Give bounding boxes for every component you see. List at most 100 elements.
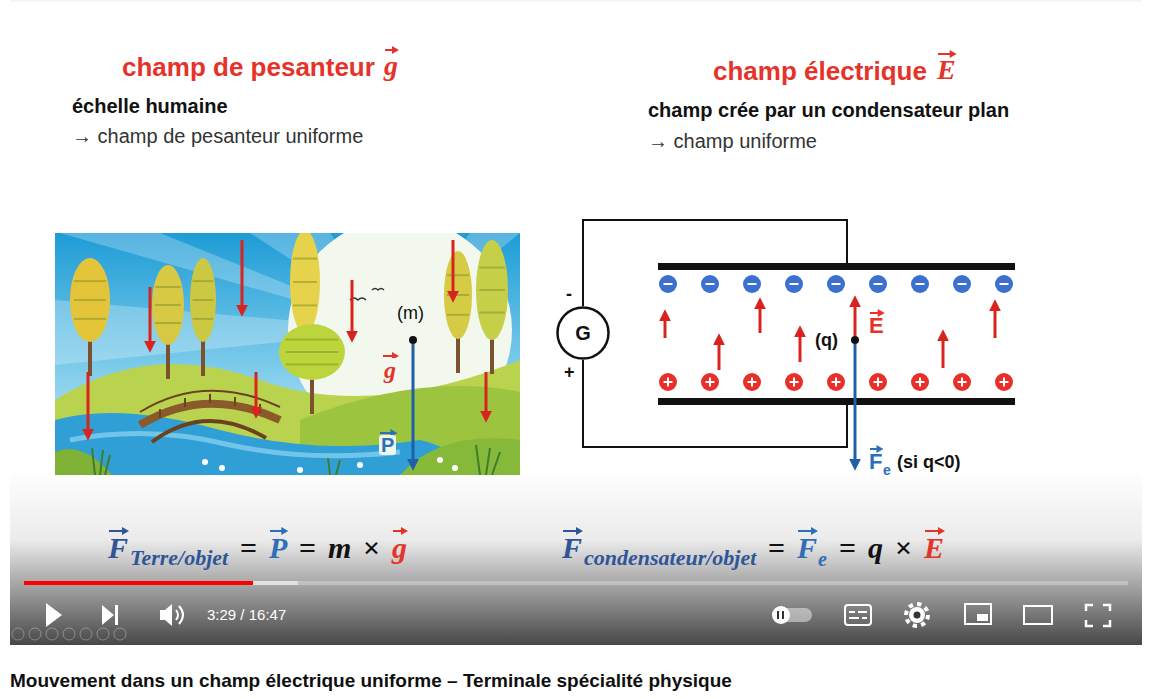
charge-symbol [869, 373, 887, 391]
flower [437, 457, 443, 463]
flower [202, 459, 208, 465]
formula-subscript: e [818, 549, 827, 569]
overlay-icon [63, 628, 75, 640]
tree [279, 324, 345, 380]
vector-label: P [379, 435, 396, 455]
formula-operator: × [895, 533, 912, 563]
miniplayer-icon [977, 614, 988, 621]
landscape-illustration [55, 233, 520, 475]
tree [152, 265, 184, 345]
terminal-sign: + [564, 363, 575, 381]
vector-label: F [869, 451, 882, 473]
autoplay-toggle [772, 606, 790, 624]
generator-outline [558, 308, 609, 359]
overlay-icon [114, 628, 126, 640]
subtitles-icon [862, 617, 867, 619]
video-frame [10, 1, 1142, 2]
charge-symbol [1000, 283, 1009, 285]
video-frame [10, 0, 1142, 645]
overlay-icon [97, 628, 109, 640]
formula-term: E [924, 533, 944, 563]
bridge [152, 421, 266, 442]
tree [286, 364, 339, 366]
formula-operator: = [240, 533, 257, 563]
tree [447, 274, 469, 276]
formula-subscript: condensateur/objet [584, 547, 756, 569]
field-arrow [664, 314, 667, 338]
next-icon [102, 605, 114, 625]
formula-term: q [868, 533, 883, 563]
vector-symbol: E [937, 56, 956, 84]
bridge [209, 394, 211, 403]
tree [447, 314, 469, 316]
note-text: → champ uniforme [648, 131, 817, 151]
charge-symbol [785, 373, 803, 391]
charge-symbol [790, 283, 799, 285]
charge-symbol [743, 373, 761, 391]
charge-point [851, 336, 859, 344]
volume-icon [160, 604, 183, 626]
bridge [184, 398, 186, 407]
tree [190, 258, 216, 342]
formula-term: F [108, 533, 128, 563]
next-icon [102, 605, 118, 625]
gravity-arrow [241, 240, 244, 312]
formula-term: g [392, 533, 407, 563]
tree [476, 240, 508, 340]
charge-symbol [877, 378, 879, 387]
charge-symbol [748, 283, 757, 285]
tree [293, 304, 317, 306]
tree [293, 258, 317, 260]
capacitor-plate [658, 398, 1015, 405]
charge-symbol [832, 283, 841, 285]
subtitles-icon [845, 605, 871, 625]
bridge [140, 391, 280, 412]
field-arrow [799, 330, 802, 362]
volume-icon [160, 604, 172, 626]
subheading: champ crée par un condensateur plan [648, 100, 1009, 120]
tree [444, 251, 472, 339]
autoplay-toggle [777, 611, 779, 619]
progress-played [24, 581, 253, 585]
subtitles-icon [845, 605, 871, 625]
charge-symbol [706, 283, 715, 285]
overlay-icon [46, 628, 58, 640]
tree [155, 322, 181, 324]
vector-label: g [382, 358, 398, 382]
formula-operator: × [363, 533, 380, 563]
charge-symbol [751, 378, 753, 387]
volume-icon [176, 610, 178, 620]
gravity-arrow [87, 372, 90, 436]
field-arrow [718, 338, 721, 370]
capacitor-circuit [583, 220, 1015, 466]
charge-symbol [995, 275, 1013, 293]
hill [55, 360, 520, 475]
gravity-arrow [255, 372, 258, 414]
charge-symbol [827, 373, 845, 391]
subtitles-icon [849, 617, 859, 619]
charge-symbol [664, 283, 673, 285]
field-arrow [665, 302, 995, 370]
formula-term: F [562, 533, 582, 563]
formula-subscript: Terre/objet [130, 547, 228, 569]
tree [286, 338, 339, 340]
vector-label: E [869, 315, 884, 337]
tree [479, 312, 505, 314]
force-vector [854, 344, 857, 466]
tree [479, 289, 505, 291]
charge-symbol [709, 378, 711, 387]
settings-icon [906, 604, 928, 626]
charge-label: (q) [815, 331, 838, 349]
miniplayer-icon [965, 604, 991, 624]
tree [74, 299, 106, 301]
charge-symbol [911, 275, 929, 293]
miniplayer-icon [965, 604, 991, 624]
next-icon [115, 605, 118, 625]
tree [286, 351, 339, 353]
fullscreen-icon [1086, 605, 1110, 626]
charge-symbol [659, 373, 677, 391]
bridge [159, 409, 161, 418]
autoplay-toggle [782, 611, 784, 619]
overlay-icon [12, 628, 126, 640]
